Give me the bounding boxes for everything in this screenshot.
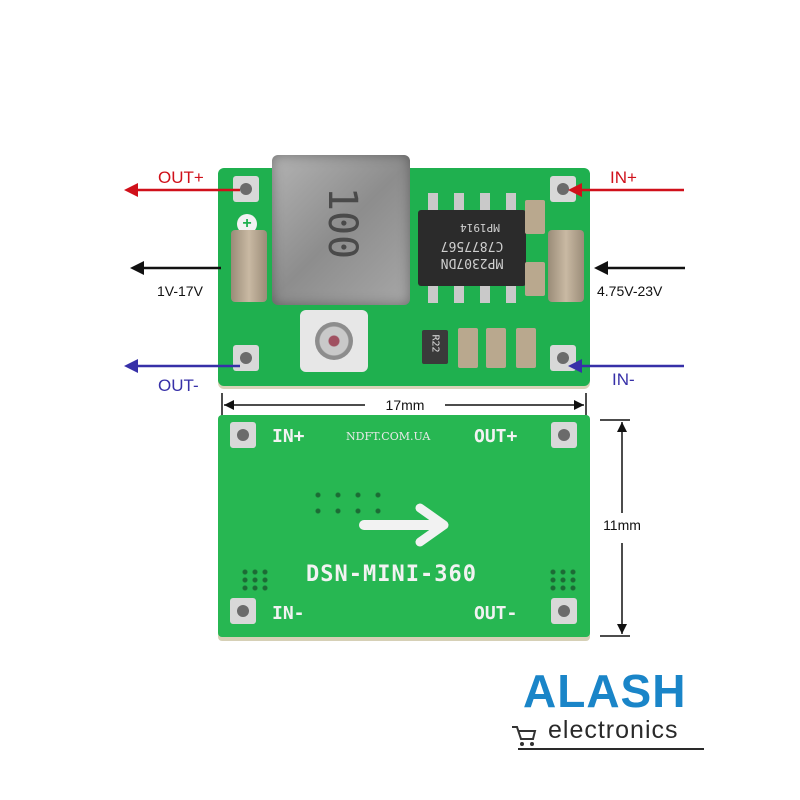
back-label-out-plus: OUT+ <box>474 426 518 447</box>
ic-legs-bottom <box>428 286 518 303</box>
smd-resistor <box>422 330 448 364</box>
plus-marker-icon: + <box>237 214 257 234</box>
smd-cap-5 <box>525 262 545 296</box>
direction-arrow-icon <box>359 503 449 547</box>
dimension-height-icon <box>600 419 630 637</box>
pad-back-out-plus <box>551 422 577 448</box>
via-grid <box>308 487 386 517</box>
capacitor-left <box>231 230 267 302</box>
dimension-width-label: 17mm <box>385 397 425 413</box>
label-in-minus: IN- <box>612 370 635 389</box>
smd-cap-1 <box>458 328 478 368</box>
dimension-height-label: 11mm <box>603 517 641 533</box>
ic-legs-top <box>428 193 518 210</box>
module-top-view: + 100 MP2307DN C7877567 MP1914 R22 OUT+ … <box>124 155 685 395</box>
brand-underline <box>518 748 704 750</box>
label-in-plus: IN+ <box>610 168 637 187</box>
label-output-voltage: 1V-17V <box>157 283 203 299</box>
arrow-out-plus-icon <box>124 183 240 197</box>
pad-back-in-plus <box>230 422 256 448</box>
capacitor-right <box>548 230 584 302</box>
smd-cap-3 <box>516 328 536 368</box>
inductor-marking: 100 <box>319 186 365 260</box>
ic-chip <box>418 210 526 286</box>
via-grid-left <box>240 568 268 592</box>
smd-cap-4 <box>525 200 545 234</box>
cart-icon <box>510 724 538 753</box>
brand-sub: electronics <box>548 716 679 744</box>
back-label-in-minus: IN- <box>272 603 305 624</box>
resistor-marking: R22 <box>429 334 441 353</box>
label-out-plus: OUT+ <box>158 168 204 187</box>
via-grid-right <box>548 568 576 592</box>
inductor <box>272 155 410 305</box>
ic-marking-1: MP2307DN <box>440 255 504 270</box>
arrow-out-minus-icon <box>124 359 240 373</box>
back-label-out-minus: OUT- <box>474 603 518 624</box>
pad-back-out-minus <box>551 598 577 624</box>
back-label-in-plus: IN+ <box>272 426 305 447</box>
label-input-voltage: 4.75V-23V <box>597 283 663 299</box>
arrow-in-minus-icon <box>568 359 684 373</box>
ic-marking-2: C7877567 <box>440 238 504 253</box>
model-name: DSN-MINI-360 <box>306 562 477 587</box>
label-out-minus: OUT- <box>158 376 199 395</box>
brand-name: ALASH <box>523 665 687 717</box>
arrow-in-plus-icon <box>568 183 684 197</box>
potentiometer-knob-icon <box>315 322 353 360</box>
pad-back-in-minus <box>230 598 256 624</box>
ic-marking-3: MP1914 <box>460 221 500 234</box>
arrow-input-voltage-icon <box>594 261 685 275</box>
dimension-width-icon <box>221 393 587 417</box>
watermark: NDFT.COM.UA <box>346 430 431 443</box>
arrow-output-voltage-icon <box>130 261 221 275</box>
smd-cap-2 <box>486 328 506 368</box>
